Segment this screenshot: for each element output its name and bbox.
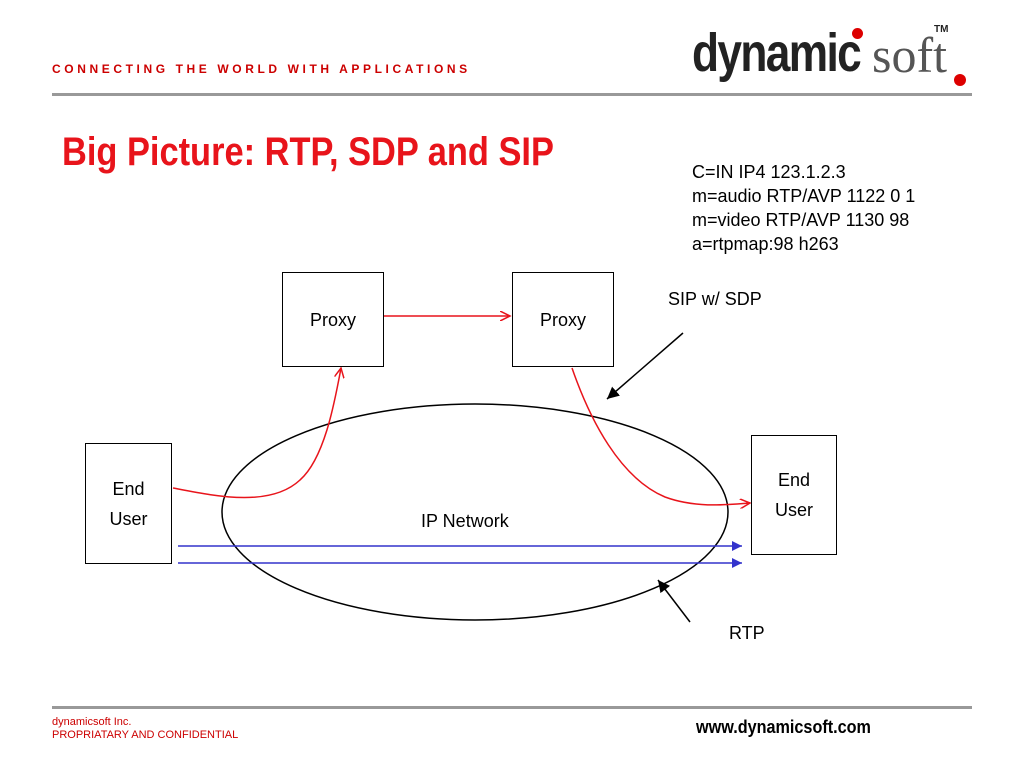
- logo-i-dot: [852, 28, 863, 39]
- sdp-line-video: m=video RTP/AVP 1130 98: [692, 210, 910, 230]
- logo-dot: [954, 74, 966, 86]
- end-user-left-label-1: End: [112, 478, 145, 499]
- end-user-left-box: End User: [85, 443, 172, 564]
- logo-text-bold: dynamic: [692, 23, 862, 83]
- proxy-right-label: Proxy: [539, 309, 586, 330]
- sip-sdp-label: SIP w/ SDP: [668, 289, 762, 309]
- sip-callout-arrow: [606, 332, 684, 400]
- tagline: CONNECTING THE WORLD WITH APPLICATIONS: [52, 62, 471, 76]
- end-user-right-box: End User: [751, 435, 837, 555]
- footer-confidential: PROPRIATARY AND CONFIDENTIAL: [52, 729, 239, 741]
- slide-title: Big Picture: RTP, SDP and SIP: [62, 130, 554, 174]
- ip-network-ellipse: [221, 403, 729, 621]
- footer-divider: [52, 706, 972, 709]
- rtp-callout-arrow: [657, 579, 691, 623]
- sip-arrow-user-to-proxy: [172, 368, 341, 499]
- proxy-left-box: Proxy: [282, 272, 384, 367]
- footer-company-block: dynamicsoft Inc. PROPRIATARY AND CONFIDE…: [52, 716, 238, 742]
- sip-arrow-proxy-to-user: [571, 367, 750, 505]
- rtp-label: RTP: [729, 623, 765, 643]
- sdp-block: C=IN IP4 123.1.2.3 m=audio RTP/AVP 1122 …: [692, 160, 915, 256]
- logo-text-light: soft: [872, 27, 947, 83]
- header-divider: [52, 93, 972, 96]
- proxy-right-box: Proxy: [512, 272, 614, 367]
- footer-url[interactable]: www.dynamicsoft.com: [696, 717, 871, 737]
- end-user-left-label-2: User: [109, 508, 148, 529]
- proxy-left-label: Proxy: [309, 309, 356, 330]
- sdp-line-audio: m=audio RTP/AVP 1122 0 1: [692, 186, 916, 206]
- end-user-right-label-1: End: [777, 470, 811, 490]
- logo-trademark: TM: [934, 24, 949, 35]
- ip-network-label: IP Network: [421, 511, 509, 531]
- footer-company: dynamicsoft Inc.: [52, 716, 132, 728]
- sdp-line-rtpmap: a=rtpmap:98 h263: [692, 234, 839, 254]
- sdp-line-connection: C=IN IP4 123.1.2.3: [692, 162, 846, 182]
- end-user-right-label-2: User: [774, 500, 813, 520]
